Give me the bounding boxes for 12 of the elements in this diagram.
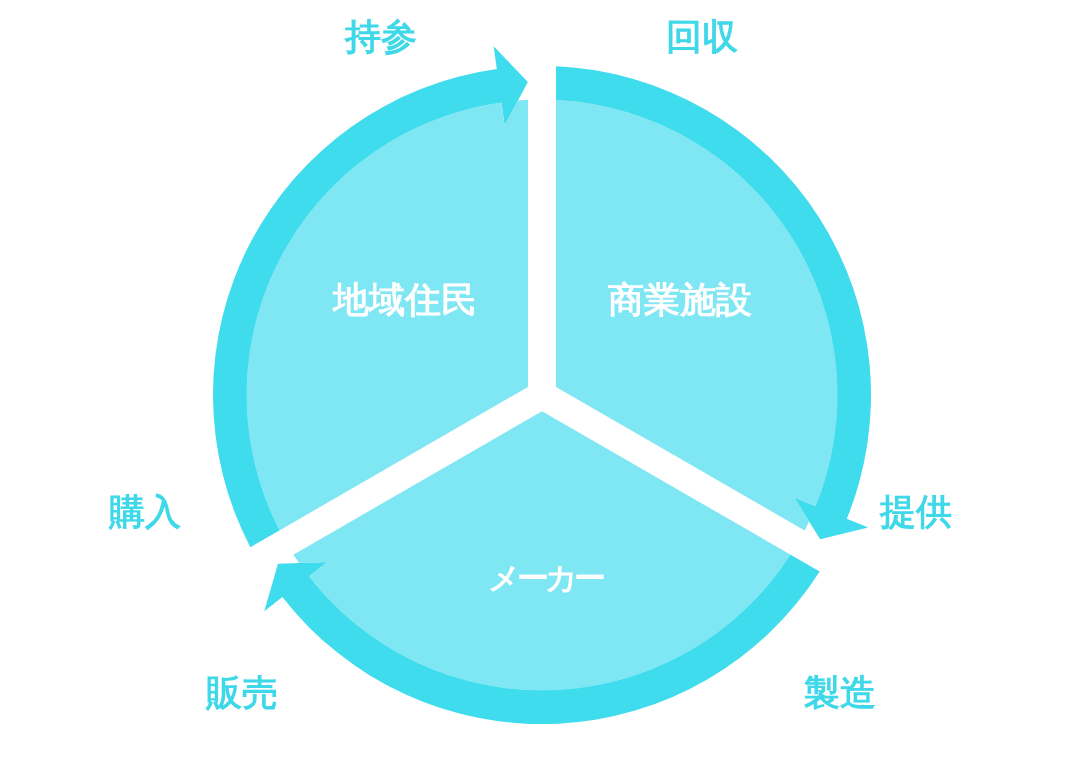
- sector-label: 地域住民: [333, 282, 477, 318]
- sector-label: 商業施設: [608, 282, 752, 318]
- action-label: 購入: [109, 494, 181, 530]
- action-label: 販売: [206, 675, 278, 711]
- action-label: 製造: [804, 675, 876, 711]
- action-label: 持参: [345, 19, 417, 55]
- cycle-arrow: [264, 554, 820, 724]
- cycle-arrow: [556, 66, 871, 540]
- action-label: 回収: [666, 19, 738, 55]
- sector-label: メーカー: [488, 562, 602, 594]
- cycle-arrow: [213, 46, 528, 548]
- action-label: 提供: [880, 494, 952, 530]
